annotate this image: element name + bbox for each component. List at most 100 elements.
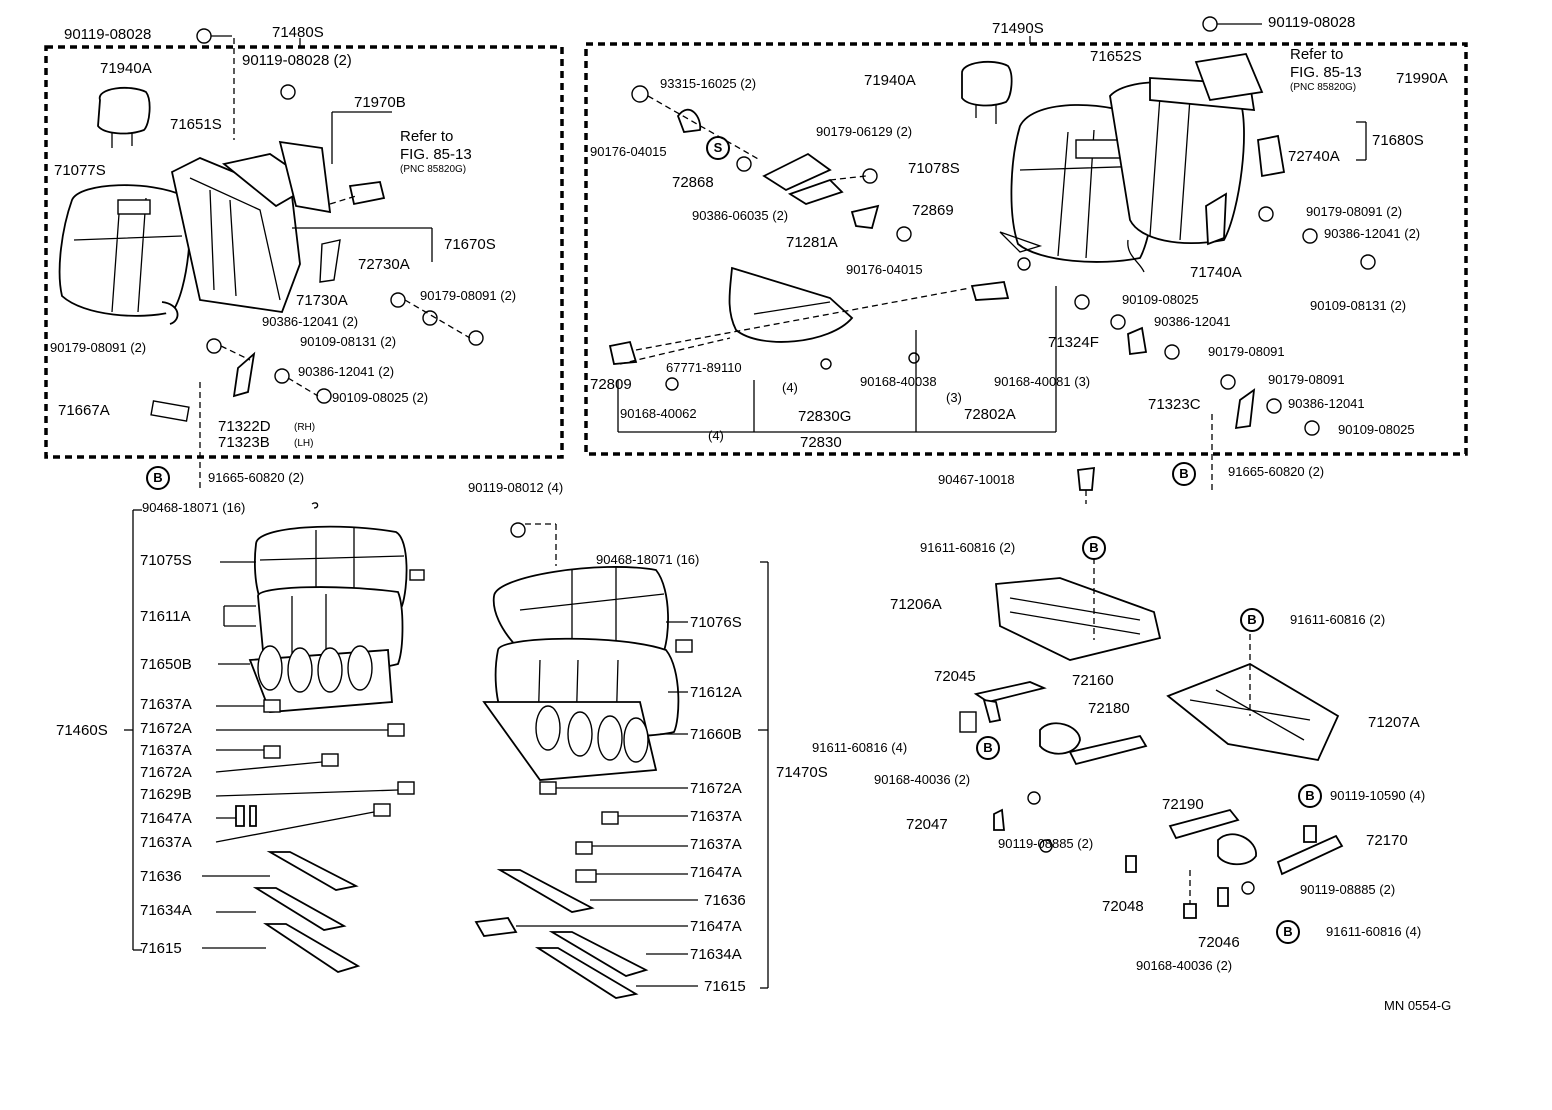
label-seat-right-bolt: 90119-08012 (4): [468, 480, 564, 495]
label-left-bolt-b: 91665-60820 (2): [208, 470, 305, 485]
label-seat-left-clip7: 71637A: [140, 834, 192, 851]
leader-lines: [124, 111, 1367, 987]
track-motor-b: [1168, 808, 1344, 919]
label-left-lh: (LH): [294, 438, 314, 449]
label-right-refer3: (PNC 85820G): [1290, 82, 1357, 93]
label-right-clip-d-qty: (4): [708, 428, 724, 443]
label-seat-right-cover: 71076S: [690, 614, 742, 631]
label-track-rail-a: 71206A: [890, 596, 942, 613]
board-right: [608, 257, 1031, 391]
label-right-bolt-c: 90109-08025: [1338, 422, 1415, 437]
label-right-bolt-b-circle: 91665-60820 (2): [1228, 464, 1325, 479]
label-left-refer2: FIG. 85-13: [400, 146, 472, 163]
label-right-spring: 71740A: [1190, 264, 1242, 281]
label-seat-right-strip3: 71615: [704, 978, 746, 995]
label-seat-left-strip2: 71634A: [140, 902, 192, 919]
headrest-left: [97, 86, 151, 148]
label-right-hinge-a: 72868: [672, 174, 714, 191]
label-seat-left-spring: 71650B: [140, 656, 192, 673]
label-right-bolt-a: 90109-08131 (2): [1310, 298, 1407, 313]
label-track-bolt-b2: 91611-60816 (4): [812, 740, 908, 755]
label-left-frame: 71670S: [444, 236, 496, 253]
label-seat-left-clip5: 71629B: [140, 786, 192, 803]
label-right-nut-e: 90179-08091: [1208, 344, 1285, 359]
track-circle-b4: B: [1298, 784, 1322, 808]
label-left-lock: 71970B: [354, 94, 406, 111]
label-right-hinge-lock: 72740A: [1288, 148, 1340, 165]
label-seat-right-pad: 71612A: [690, 684, 742, 701]
label-track-cover-b: 72047: [906, 816, 948, 833]
small-parts-right-top: [999, 16, 1376, 273]
track-frame-b: [1166, 634, 1340, 762]
label-seat-left-clip3: 71637A: [140, 742, 192, 759]
lock-left: [278, 140, 386, 214]
seat-cushion-right: [482, 522, 693, 781]
bolt-circle-b-right: B: [1172, 462, 1196, 486]
label-right-clip-b-qty: (3): [946, 390, 962, 405]
label-right-cover: 71078S: [908, 160, 960, 177]
label-right-hinge-c: 71323C: [1148, 396, 1201, 413]
label-seat-right-assembly: 71470S: [776, 764, 828, 781]
small-parts-left: [150, 28, 484, 490]
label-right-nut-b: 90179-06129 (2): [816, 124, 913, 139]
screw-circle-s: S: [706, 136, 730, 160]
track-circle-b2: B: [976, 736, 1000, 760]
label-right-bracket: 71281A: [786, 234, 838, 251]
label-left-nut2: 90179-08091 (2): [50, 340, 147, 355]
label-left-bolt-top: 90119-08028: [64, 26, 152, 43]
label-seat-right-hog-ring: 90468-18071 (16): [596, 552, 700, 567]
label-track-motor-b: 72190: [1162, 796, 1204, 813]
label-seat-left-hog-ring: 90468-18071 (16): [142, 500, 246, 515]
label-seat-left-cover: 71075S: [140, 552, 192, 569]
label-seat-left-clip1: 71637A: [140, 696, 192, 713]
label-seat-right-clip5: 71647A: [690, 918, 742, 935]
label-left-washer2: 90386-12041 (2): [298, 364, 395, 379]
label-track-slider: 72160: [1072, 672, 1114, 689]
label-right-bolt-top: 90119-08028: [1268, 14, 1356, 31]
track-circle-b3: B: [1240, 608, 1264, 632]
label-right-screw: 93315-16025 (2): [660, 76, 757, 91]
label-seat-left-assembly: 71460S: [56, 722, 108, 739]
label-right-headrest: 71940A: [864, 72, 916, 89]
label-left-rh: (RH): [294, 422, 316, 433]
label-seat-right-spring: 71660B: [690, 726, 742, 743]
label-right-clip-b: 90168-40038: [860, 374, 937, 389]
label-left-hinge: 72730A: [358, 256, 410, 273]
headrest-right: [961, 60, 1013, 124]
small-parts-right-bottom: [1074, 294, 1320, 504]
label-right-pad: 71652S: [1090, 48, 1142, 65]
label-left-washer1: 90386-12041 (2): [262, 314, 359, 329]
label-track-bolt-b3: 91611-60816 (2): [1290, 612, 1386, 627]
hinge-parts-right: [631, 85, 912, 242]
label-track-motor: 72180: [1088, 700, 1130, 717]
seat-cushion-left: [248, 525, 408, 713]
label-left-spring: 71730A: [296, 292, 348, 309]
label-right-guide: 72830G: [798, 408, 852, 425]
right-backrest-box: [584, 42, 1468, 456]
label-right-board-b: 72802A: [964, 406, 1016, 423]
label-right-nut-f: 90179-08091: [1268, 372, 1345, 387]
label-right-refer1: Refer to: [1290, 46, 1344, 63]
track-slider: [959, 681, 1148, 873]
label-right-washer-c: 90386-12041: [1154, 314, 1231, 329]
label-left-assembly: 71480S: [272, 24, 324, 41]
label-track-bolt-b5: 91611-60816 (4): [1326, 924, 1422, 939]
label-right-hinge-b: 72869: [912, 202, 954, 219]
track-circle-b1: B: [1082, 536, 1106, 560]
track-circle-b5: B: [1276, 920, 1300, 944]
label-track-bolt-c: 90119-08885 (2): [998, 836, 1094, 851]
label-right-washer-d: 90386-12041: [1288, 396, 1365, 411]
label-left-bolt2: 90109-08025 (2): [332, 390, 429, 405]
label-track-bolt-b1: 91611-60816 (2): [920, 540, 1016, 555]
label-right-frame: 71680S: [1372, 132, 1424, 149]
label-left-hinge-rh: 71322D: [218, 418, 271, 435]
left-backrest-box: [44, 45, 564, 459]
label-seat-left-clip2: 71672A: [140, 720, 192, 737]
label-right-board: 72809: [590, 376, 632, 393]
label-right-bolt-b: 90109-08025: [1122, 292, 1199, 307]
label-right-assembly: 71490S: [992, 20, 1044, 37]
label-seat-left-clip4: 71672A: [140, 764, 192, 781]
label-track-frame-b: 71207A: [1368, 714, 1420, 731]
bolt-circle-b-left: B: [146, 466, 170, 490]
